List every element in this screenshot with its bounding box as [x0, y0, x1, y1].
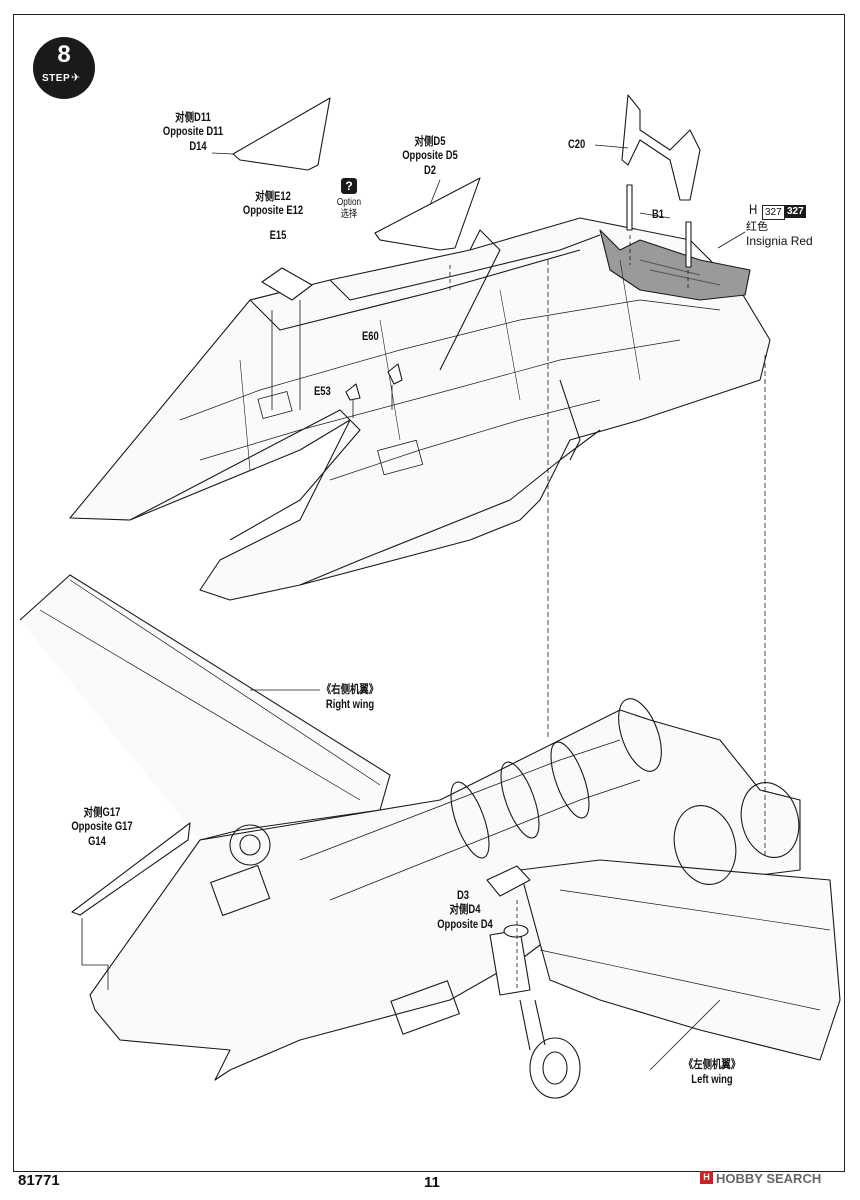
callout-d4-en: Opposite D4 — [437, 919, 493, 931]
callout-e12-cn: 对侧E12 — [255, 191, 291, 203]
left-wing-label-en: Left wing — [691, 1074, 733, 1086]
callout-e12-en: Opposite E12 — [242, 205, 304, 217]
callout-e60: E60 — [362, 331, 379, 343]
callout-d2: D2 — [423, 165, 437, 177]
callout-b1: B1 — [652, 209, 665, 221]
part-b1-left — [626, 184, 633, 231]
question-mark-icon: ? — [341, 178, 357, 194]
callout-g17-cn: 对侧G17 — [83, 807, 121, 819]
callout-d11-cn: 对侧D11 — [175, 112, 211, 124]
page-number: 11 — [424, 1174, 440, 1191]
part-e53 — [345, 383, 361, 401]
step-label: STEP — [42, 73, 71, 84]
option-label-en: Option — [336, 197, 362, 208]
part-d4 — [503, 924, 529, 938]
step-number: 8 — [57, 41, 71, 68]
callout-d5-en: Opposite D5 — [402, 150, 458, 162]
part-d2 — [374, 177, 481, 251]
callout-e53: E53 — [314, 386, 331, 398]
right-wing-label-en: Right wing — [325, 699, 375, 711]
callout-d5-cn: 对侧D5 — [414, 136, 446, 148]
lower-fuselage-part — [19, 574, 841, 1099]
airplane-icon: ✈ — [71, 72, 81, 84]
paint-letter: H — [749, 201, 758, 217]
callout-c20: C20 — [568, 139, 586, 151]
callout-e15: E15 — [269, 230, 287, 242]
part-e60 — [387, 363, 403, 385]
kit-number: 81771 — [18, 1172, 60, 1189]
watermark-text: HOBBY SEARCH — [716, 1171, 822, 1186]
upper-fuselage-part — [69, 217, 771, 601]
part-d14 — [232, 97, 331, 171]
callout-d14: D14 — [189, 141, 207, 153]
left-wing-label-cn: 《左侧机翼》 — [683, 1059, 741, 1071]
step-badge: 8 STEP ✈ — [33, 37, 95, 99]
callout-d11-en: Opposite D11 — [162, 126, 224, 138]
callout-g14: G14 — [88, 836, 106, 848]
paint-name-en: Insignia Red — [746, 234, 813, 248]
part-e15 — [261, 267, 313, 301]
page-border — [13, 14, 845, 1172]
option-label-cn: 选择 — [340, 209, 358, 220]
leader-lines — [81, 144, 766, 1071]
paint-name-cn: 红色 — [746, 221, 768, 233]
watermark-logo-icon: H — [700, 1171, 713, 1184]
paint-code-gloss: 327 — [762, 205, 785, 220]
callout-g17-en: Opposite G17 — [71, 821, 133, 833]
part-d3 — [486, 865, 531, 897]
paint-code-matte: 327 — [785, 205, 806, 218]
part-b1-right — [685, 221, 692, 268]
callout-d4-cn: 对侧D4 — [449, 904, 481, 916]
part-g14 — [71, 822, 191, 916]
callout-d3: D3 — [457, 890, 470, 902]
part-c20 — [621, 94, 701, 201]
right-wing-label-cn: 《右侧机翼》 — [321, 684, 379, 696]
